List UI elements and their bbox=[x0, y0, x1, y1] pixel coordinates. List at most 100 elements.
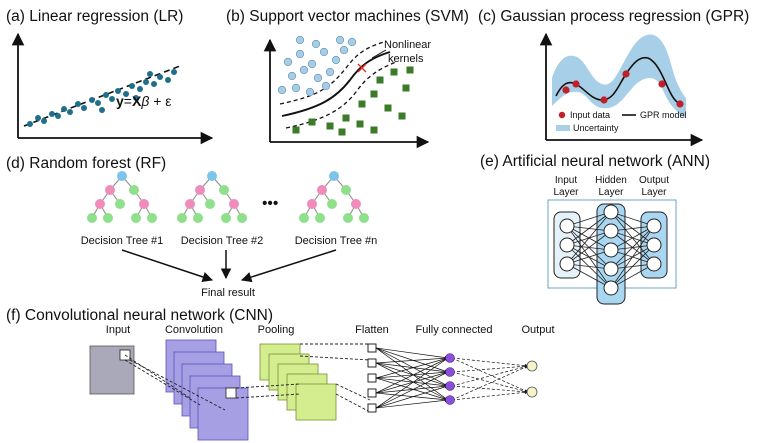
ann-output-label-1: Output bbox=[639, 175, 669, 186]
cnn-out-edge bbox=[451, 385, 529, 394]
svm-square-point bbox=[326, 122, 334, 130]
tree-node bbox=[359, 213, 369, 223]
cnn-out-edge bbox=[451, 357, 529, 368]
gpr-legend-model: GPR model bbox=[640, 110, 687, 120]
ann-input-label-1: Input bbox=[555, 175, 577, 186]
ann-neuron bbox=[646, 237, 662, 253]
ann-edge bbox=[610, 225, 655, 289]
ann-title: (e) Artificial neural network (ANN) bbox=[480, 153, 710, 170]
rf-tree-label-n: Decision Tree #n bbox=[295, 235, 378, 247]
svm-title: (b) Support vector machines (SVM) bbox=[226, 8, 469, 25]
gpr-point bbox=[600, 96, 608, 104]
cnn-fc-edge bbox=[375, 347, 449, 401]
cnn-fc-edge bbox=[375, 362, 449, 387]
cnn-fc-edge bbox=[375, 385, 449, 409]
lr-point bbox=[129, 83, 135, 89]
ann-neurons bbox=[559, 204, 662, 296]
lr-point bbox=[35, 115, 41, 121]
cnn-title: (f) Convolutional neural network (CNN) bbox=[6, 307, 273, 324]
lr-point bbox=[171, 69, 177, 75]
rf-arrow-1 bbox=[121, 249, 213, 282]
cnn-fully-connected-neurons bbox=[445, 353, 455, 405]
svm-square-point bbox=[402, 84, 410, 92]
ann-edge bbox=[566, 211, 612, 227]
ann-edge bbox=[610, 225, 655, 251]
cnn-link bbox=[335, 393, 371, 413]
rf-arrow-n bbox=[240, 249, 337, 283]
cnn-fc-edge bbox=[375, 392, 449, 402]
tree-node bbox=[351, 199, 361, 209]
cnn-output-neuron bbox=[526, 360, 538, 372]
svm-square-point bbox=[398, 112, 406, 120]
panel-gpr: (c) Gaussian process regression (GPR) In… bbox=[478, 8, 749, 147]
svm-circle-point bbox=[347, 37, 357, 47]
cnn-fc-edge bbox=[375, 377, 449, 388]
cnn-out-edge bbox=[451, 371, 529, 393]
svm-square-point bbox=[384, 104, 392, 112]
ann-neuron bbox=[646, 218, 662, 234]
ann-neuron bbox=[603, 280, 619, 296]
cnn-link bbox=[129, 359, 226, 411]
gpr-input-points bbox=[562, 70, 684, 108]
tree-node bbox=[131, 213, 141, 223]
cnn-fc-neuron bbox=[445, 395, 455, 405]
gpr-legend-input: Input data bbox=[570, 110, 610, 120]
svm-circle-point bbox=[311, 39, 321, 49]
cnn-label-output: Output bbox=[521, 324, 554, 336]
svm-circle-point bbox=[277, 85, 287, 95]
svm-square-point bbox=[342, 114, 350, 122]
gpr-point bbox=[562, 86, 570, 94]
decision-tree-n bbox=[299, 171, 369, 223]
panel-linear-regression: (a) Linear regression (LR) y=Xβ + ε bbox=[6, 8, 214, 145]
decision-tree-1 bbox=[87, 171, 157, 223]
panel-cnn: (f) Convolutional neural network (CNN) I… bbox=[6, 307, 555, 441]
cnn-label-pooling: Pooling bbox=[258, 324, 295, 336]
gpr-point bbox=[622, 70, 630, 78]
lr-point bbox=[67, 109, 73, 115]
cnn-link bbox=[124, 359, 201, 406]
cnn-pooling-maps bbox=[259, 343, 337, 421]
ann-neuron bbox=[603, 261, 619, 277]
svm-square-point bbox=[308, 118, 316, 126]
cnn-fc-neuron bbox=[445, 381, 455, 391]
svm-decision-boundary bbox=[281, 51, 391, 117]
svm-class-b-points bbox=[292, 66, 414, 136]
ann-connections bbox=[566, 211, 655, 289]
lr-point bbox=[137, 86, 143, 92]
lr-point bbox=[61, 106, 67, 112]
cnn-fc-edge bbox=[375, 347, 449, 387]
ann-neuron bbox=[603, 204, 619, 220]
tree-node bbox=[115, 199, 125, 209]
tree-node bbox=[147, 213, 157, 223]
svm-square-point bbox=[390, 68, 398, 76]
rf-tree-label-2: Decision Tree #2 bbox=[181, 235, 264, 247]
svm-circle-point bbox=[307, 59, 317, 69]
cnn-out-edge bbox=[451, 365, 529, 387]
cnn-output-neuron bbox=[526, 386, 538, 398]
cnn-link bbox=[235, 393, 301, 399]
cnn-flatten-unit bbox=[367, 358, 377, 368]
cnn-flatten-unit bbox=[367, 343, 377, 353]
svm-circle-point bbox=[295, 35, 305, 45]
svm-circle-point bbox=[331, 55, 341, 65]
tree-node bbox=[105, 185, 115, 195]
tree-node bbox=[315, 213, 325, 223]
lr-point bbox=[109, 96, 115, 102]
lr-point bbox=[147, 71, 153, 77]
tree-node bbox=[205, 199, 215, 209]
cnn-fc-edge bbox=[375, 371, 449, 409]
tree-node bbox=[327, 199, 337, 209]
svm-circle-point bbox=[313, 73, 323, 83]
cnn-fc-edge bbox=[375, 362, 449, 374]
cnn-link bbox=[235, 383, 301, 389]
tree-node bbox=[139, 199, 149, 209]
ann-edge bbox=[566, 249, 612, 265]
svm-kernel-label-1: Nonlinear bbox=[384, 39, 431, 51]
tree-node bbox=[299, 213, 309, 223]
svm-circle-point bbox=[319, 47, 329, 57]
lr-point bbox=[123, 91, 129, 97]
ann-neuron bbox=[559, 237, 575, 253]
cnn-flatten-unit bbox=[367, 373, 377, 383]
svm-square-point bbox=[370, 90, 378, 98]
svm-square-point bbox=[292, 126, 300, 134]
